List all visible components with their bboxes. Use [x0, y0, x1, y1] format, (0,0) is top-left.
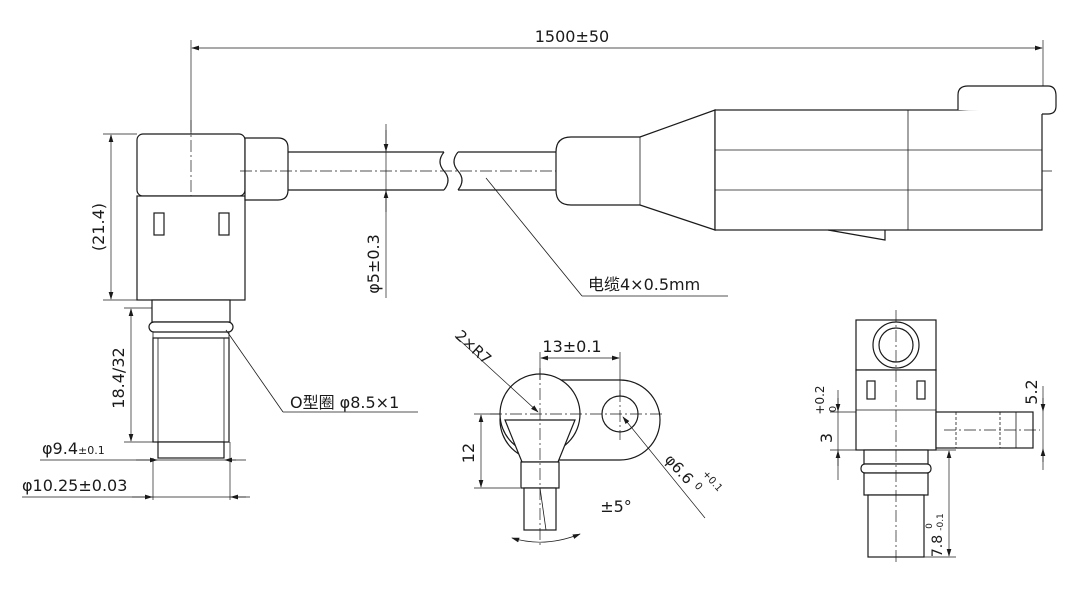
- hole-spacing-label: 13±0.1: [542, 337, 601, 356]
- housing-body: [136, 195, 246, 301]
- flange-thickness-label: 5.2: [1022, 379, 1041, 404]
- right-side-view: 3 +0.2 0 5.2 7.8 0 -0.1: [813, 310, 1046, 562]
- sensor-shaft: [152, 337, 230, 443]
- sensor-collar: [151, 299, 231, 323]
- sensor-tip: [157, 441, 225, 459]
- oring-callout-leader: [225, 329, 284, 413]
- oring-groove: [152, 331, 230, 339]
- housing-height-label: (21.4): [89, 203, 108, 251]
- mating-connector-underside-tab: [827, 229, 886, 241]
- cable-gland: [244, 137, 289, 201]
- cable-break-right: [453, 151, 463, 191]
- oring: [148, 321, 234, 333]
- flange-offset-label: 3: [817, 433, 836, 443]
- angle-tolerance-label: ±5°: [600, 497, 632, 516]
- flange-diameter-label: φ10.25±0.03: [22, 476, 127, 495]
- hole-diameter-tol-upper: +0.1: [700, 469, 724, 494]
- side-view: 1500±50 (21.4) φ5±0.3: [22, 27, 1057, 500]
- hole-diameter-leader: [622, 416, 706, 519]
- flange-offset-tol-upper: +0.2: [813, 385, 827, 414]
- radius-callout-leader: [454, 335, 539, 413]
- cable-callout-leader: [485, 177, 583, 297]
- oring-callout-label: O型圈 φ8.5×1: [290, 393, 399, 412]
- flange-offset-tol-lower: 0: [828, 406, 839, 412]
- tip-length-tol-upper: 0: [925, 523, 935, 529]
- angle-tolerance-arc: [511, 533, 581, 543]
- rsv-window-left: [866, 380, 876, 400]
- cable-diameter-label: φ5±0.3: [364, 234, 383, 294]
- hole-diameter-tol-lower: 0: [692, 481, 704, 493]
- body-diameter-label: φ9.4±0.1: [42, 439, 105, 458]
- mating-connector-boot: [555, 109, 716, 231]
- hole-diameter-label: φ6.6: [661, 451, 697, 488]
- radius-callout-label: 2×R7: [452, 327, 495, 369]
- tip-length-label: 7.8: [930, 535, 946, 557]
- mating-connector-body: [714, 109, 1043, 231]
- body-length-label: 18.4/32: [109, 347, 128, 408]
- cable-exit-split: [539, 487, 547, 531]
- housing-window-right: [218, 212, 230, 236]
- rsv-window-right: [916, 380, 926, 400]
- flange-top-view: 13±0.1 2×R7 12 φ6.6 +0.1 0 ±5°: [452, 327, 724, 545]
- flange-height-label: 12: [459, 443, 478, 463]
- mating-connector-latch: [957, 85, 1057, 115]
- housing-window-left: [153, 212, 165, 236]
- cable-callout-label: 电缆4×0.5mm: [588, 275, 700, 294]
- tip-length-tol-lower: -0.1: [936, 513, 946, 531]
- overall-length-label: 1500±50: [535, 27, 609, 46]
